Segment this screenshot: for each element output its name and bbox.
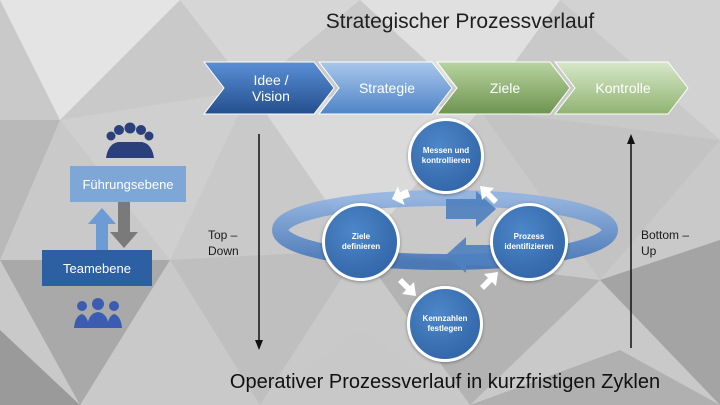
cycle-band [272,190,618,273]
chevron-bar [202,61,689,115]
cycle-node-kennzahlen: Kennzahlen festlegen [407,286,483,362]
chevron-label-idee-line2: Vision [252,88,290,104]
top-down-label: Top – Down [208,227,239,259]
bottom-up-line2: Up [641,244,657,258]
cycle-arrow-right [446,191,496,227]
white-arrow-upleft [391,186,411,205]
white-arrow-downright [480,186,498,204]
cycle-node-ziele-line2: definieren [341,242,381,251]
cycle-node-kennzahlen-line1: Kennzahlen [422,314,468,323]
vertical-exchange-arrows [88,202,138,254]
chevron-label-ziele: Ziele [489,80,521,96]
cycle-node-messen-line1: Messen und [422,146,470,155]
cycle-node-ziele: Ziele definieren [322,203,400,281]
chevron-label-strategie: Strategie [358,80,416,96]
cycle-node-kennzahlen-line2: festlegen [427,324,463,333]
chevron-kontrolle [553,61,689,115]
white-arrow-upleft-bottom [398,278,416,296]
chevron-label-kontrolle: Kontrolle [595,80,651,96]
top-down-arrow [255,134,263,350]
teamebene-box: Teamebene [42,250,152,286]
chevron-label-idee: Idee / Vision [226,62,316,114]
chevron-ziele [435,61,571,115]
chevron-label-idee-line1: Idee / [253,72,289,88]
down-arrow [110,202,138,248]
people-group-icon [74,298,122,328]
cycle-node-prozess-line2: identifizieren [504,242,554,251]
chevron-idee [202,61,335,115]
up-arrow [88,208,116,254]
cycle-node-ziele-line1: Ziele [351,232,371,241]
cycle-node-prozess-line1: Prozess [513,232,545,241]
cycle-node-messen-line2: kontrollieren [421,156,471,165]
chevron-strategie [317,61,453,115]
cycle-node-messen: Messen und kontrollieren [408,118,484,194]
cycle-arrow-left [446,237,496,273]
page-title: Strategischer Prozessverlauf [325,10,595,33]
top-down-line1: Top – [208,228,238,242]
bottom-up-line1: Bottom – [641,228,690,242]
cycle-node-prozess: Prozess identifizieren [490,203,568,281]
fuehrungsebene-box: Führungsebene [70,166,186,202]
people-group-icon [106,122,154,158]
white-arrow-downleft [480,272,498,290]
top-down-line2: Down [208,244,239,258]
bottom-title: Operativer Prozessverlauf in kurzfristig… [229,371,661,393]
bottom-up-arrow [627,134,635,348]
bottom-up-label: Bottom – Up [641,227,689,259]
